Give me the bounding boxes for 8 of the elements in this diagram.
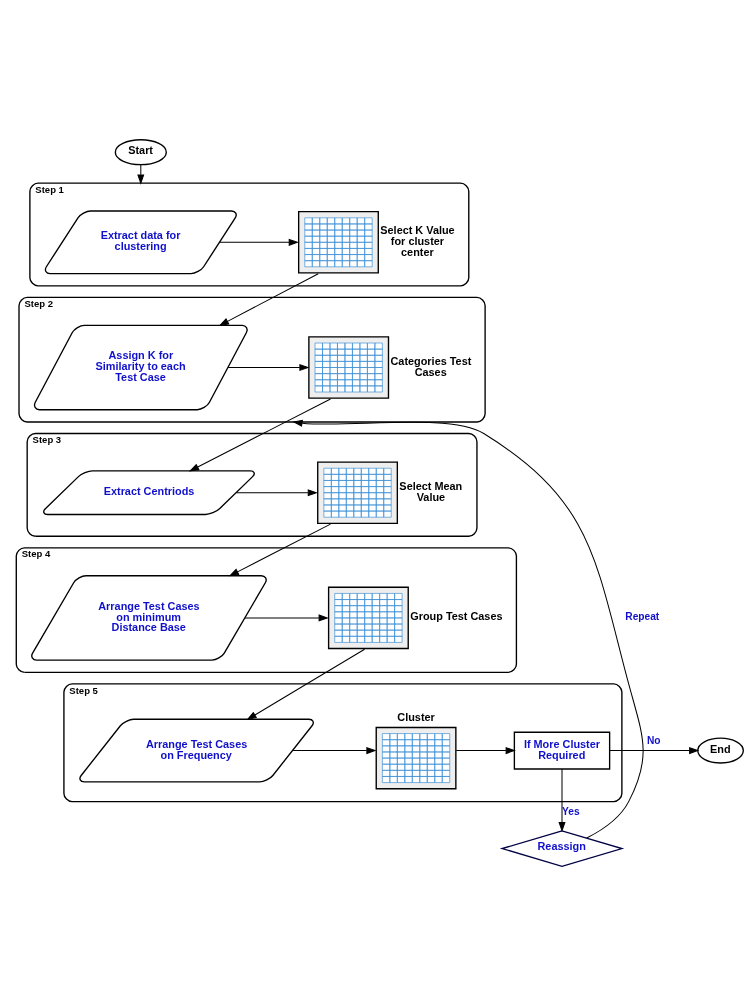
- edge-label: Yes: [562, 805, 580, 817]
- edge-label: Repeat: [625, 610, 660, 622]
- node-label: Select Mean Value: [399, 479, 463, 503]
- node-label: Select K Value for cluster center: [380, 224, 455, 258]
- node-label: Group Test Cases: [410, 609, 503, 622]
- edge-label: No: [646, 735, 661, 747]
- node-label: Cluster: [397, 711, 435, 724]
- node-label: Categories Test Cases: [390, 354, 472, 378]
